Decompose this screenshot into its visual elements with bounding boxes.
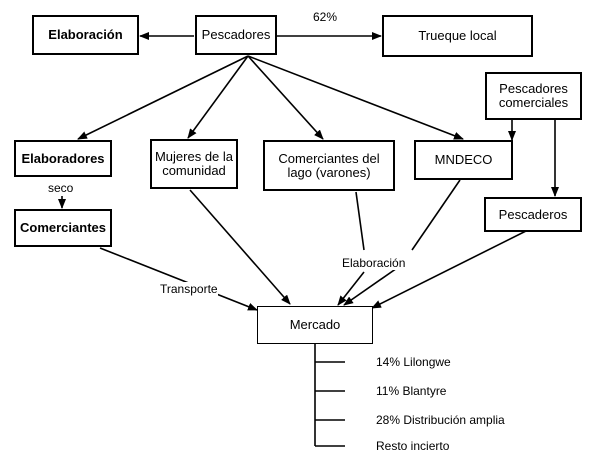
arrow-lago-to-mercado-end bbox=[337, 271, 365, 306]
arrow-to-mujeres bbox=[187, 55, 249, 139]
output-blantyre: 11% Blantyre bbox=[376, 384, 447, 398]
output-lilongwe: 14% Lilongwe bbox=[376, 355, 451, 369]
arrow-comerciantes-to-mercado bbox=[99, 247, 258, 311]
node-elaboracion: Elaboración bbox=[32, 15, 139, 55]
node-pescadores: Pescadores bbox=[195, 15, 277, 55]
node-comerciantes-lago: Comerciantes del lago (varones) bbox=[263, 140, 395, 191]
node-mujeres-comunidad: Mujeres de la comunidad bbox=[150, 139, 238, 189]
output-resto-incierto: Resto incierto bbox=[376, 439, 450, 453]
output-distribucion-amplia: 28% Distribución amplia bbox=[376, 413, 505, 427]
label-elaboracion: Elaboración bbox=[342, 256, 406, 270]
arrow-pescaderos-to-mercado bbox=[371, 229, 529, 309]
arrow-to-mndeco bbox=[247, 55, 464, 140]
node-mercado: Mercado bbox=[257, 306, 373, 344]
label-transporte: Transporte bbox=[160, 282, 218, 296]
arrow-mndeco-to-mercado bbox=[411, 179, 461, 251]
node-trueque-local: Trueque local bbox=[382, 15, 533, 57]
label-seco: seco bbox=[48, 181, 74, 195]
node-mndeco: MNDECO bbox=[414, 140, 513, 180]
arrow-to-comerciantes-lago bbox=[247, 55, 324, 140]
node-pescaderos: Pescaderos bbox=[484, 197, 582, 232]
node-pescadores-comerciales: Pescadores comerciales bbox=[485, 72, 582, 120]
arrow-mndeco-to-mercado-end bbox=[343, 265, 401, 306]
arrow-to-elaboradores bbox=[77, 55, 249, 140]
node-comerciantes: Comerciantes bbox=[14, 209, 112, 247]
node-elaboradores: Elaboradores bbox=[14, 140, 112, 177]
label-62-percent: 62% bbox=[313, 10, 338, 24]
arrow-lago-to-mercado bbox=[355, 191, 365, 251]
arrow-mujeres-to-mercado bbox=[189, 189, 291, 305]
